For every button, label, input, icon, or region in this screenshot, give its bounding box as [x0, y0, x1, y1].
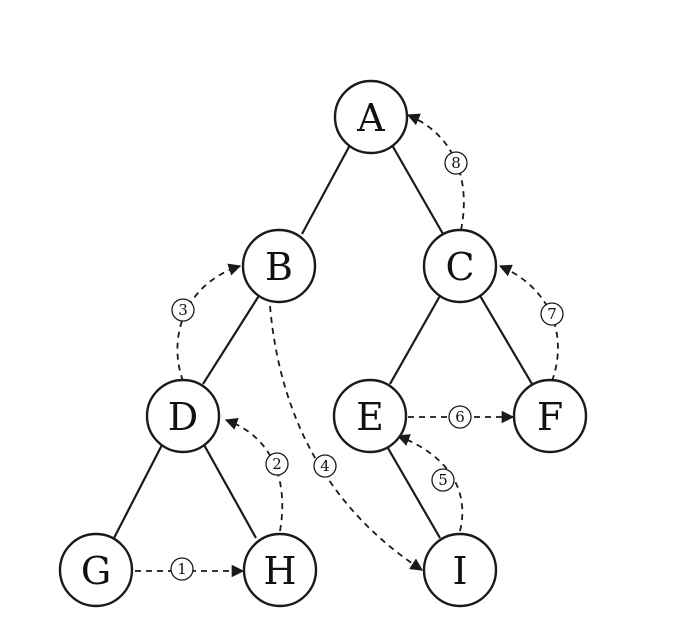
node-i: I	[422, 532, 498, 608]
step-marker-4: 4	[313, 454, 337, 478]
thread-arrow-7	[498, 264, 559, 382]
step-marker-2: 2	[265, 452, 289, 476]
node-b: B	[241, 228, 317, 304]
node-label-i: I	[452, 549, 467, 593]
thread-arrows	[135, 113, 559, 578]
step-marker-3: 3	[171, 298, 195, 322]
thread-arrow-3	[176, 263, 242, 382]
node-e: E	[332, 378, 408, 454]
step-label-5: 5	[438, 471, 448, 489]
node-label-d: D	[168, 395, 198, 439]
step-label-6: 6	[455, 408, 465, 426]
thread-arrow-4	[269, 305, 424, 571]
node-label-b: B	[265, 245, 293, 289]
edge-c-f	[478, 293, 533, 385]
step-label-2: 2	[272, 455, 282, 473]
step-label-8: 8	[451, 154, 461, 172]
node-c: C	[422, 228, 498, 304]
tree-nodes: A B C D E F G H	[58, 79, 588, 608]
node-label-h: H	[263, 549, 296, 593]
step-label-1: 1	[177, 560, 187, 578]
node-label-c: C	[445, 245, 474, 289]
edge-d-h	[202, 442, 257, 539]
step-marker-6: 6	[448, 405, 472, 429]
edge-a-c	[391, 144, 444, 235]
step-label-4: 4	[320, 457, 330, 475]
step-label-3: 3	[178, 301, 188, 319]
step-marker-5: 5	[431, 468, 455, 492]
edge-e-i	[384, 442, 441, 539]
thread-arrow-2	[224, 417, 284, 532]
node-label-f: F	[537, 395, 563, 439]
node-label-a: A	[356, 96, 385, 140]
tree-edges	[113, 144, 533, 539]
node-f: F	[512, 378, 588, 454]
node-label-e: E	[356, 395, 384, 439]
step-marker-7: 7	[540, 302, 564, 326]
node-d: D	[145, 378, 221, 454]
edge-a-b	[301, 144, 351, 235]
node-g: G	[58, 532, 134, 608]
node-a: A	[333, 79, 409, 155]
edge-c-e	[389, 293, 442, 385]
step-marker-8: 8	[444, 151, 468, 175]
step-markers: 1 2 3 4 5 6 7 8	[170, 151, 564, 581]
edge-d-g	[113, 442, 164, 539]
edge-b-d	[202, 293, 261, 385]
step-label-7: 7	[547, 305, 557, 323]
step-marker-1: 1	[170, 557, 194, 581]
node-label-g: G	[81, 549, 111, 593]
node-h: H	[242, 532, 318, 608]
